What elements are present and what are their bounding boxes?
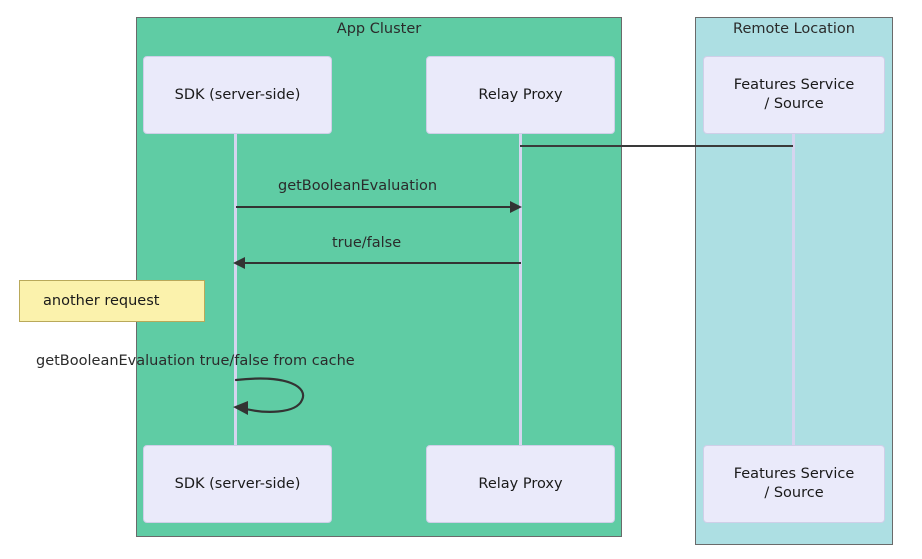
- participant-features-service-bottom-label-line2: / Source: [764, 485, 824, 501]
- link-relay-proxy-to-features-service: [520, 145, 793, 147]
- participant-relay-proxy-top[interactable]: Relay Proxy: [426, 56, 615, 134]
- participant-sdk-bottom-label: SDK (server-side): [174, 475, 301, 492]
- participant-relay-proxy-top-label: Relay Proxy: [478, 86, 563, 103]
- participant-relay-proxy-bottom[interactable]: Relay Proxy: [426, 445, 615, 523]
- container-remote-location-title: Remote Location: [733, 21, 855, 37]
- lifeline-features-service: [792, 133, 795, 445]
- arrow-head-left-true-false: [233, 257, 245, 269]
- participant-sdk-bottom[interactable]: SDK (server-side): [143, 445, 332, 523]
- participant-sdk-top[interactable]: SDK (server-side): [143, 56, 332, 134]
- message-label-get-boolean-evaluation-from-cache: getBooleanEvaluation true/false from cac…: [36, 353, 355, 369]
- participant-relay-proxy-bottom-label: Relay Proxy: [478, 475, 563, 492]
- message-label-get-boolean-evaluation: getBooleanEvaluation: [278, 178, 438, 194]
- participant-sdk-top-label: SDK (server-side): [174, 86, 301, 103]
- participant-features-service-bottom-label-line1: Features Service: [733, 466, 855, 482]
- message-label-true-false: true/false: [332, 235, 402, 251]
- lifeline-sdk: [234, 133, 237, 445]
- participant-features-service-bottom[interactable]: Features Service / Source: [703, 445, 885, 523]
- container-app-cluster-title: App Cluster: [336, 21, 422, 37]
- message-line-true-false: [245, 262, 521, 264]
- message-line-get-boolean-evaluation: [236, 206, 512, 208]
- lifeline-relay-proxy: [519, 133, 522, 445]
- participant-features-service-top-label-line2: / Source: [764, 96, 824, 112]
- note-another-request: another request: [19, 280, 205, 322]
- arrow-head-right-get-boolean-evaluation: [510, 201, 522, 213]
- participant-features-service-top-label-line1: Features Service: [733, 77, 855, 93]
- message-selfloop-get-boolean-evaluation-from-cache: [233, 377, 305, 415]
- participant-features-service-top[interactable]: Features Service / Source: [703, 56, 885, 134]
- note-another-request-text: another request: [43, 293, 160, 309]
